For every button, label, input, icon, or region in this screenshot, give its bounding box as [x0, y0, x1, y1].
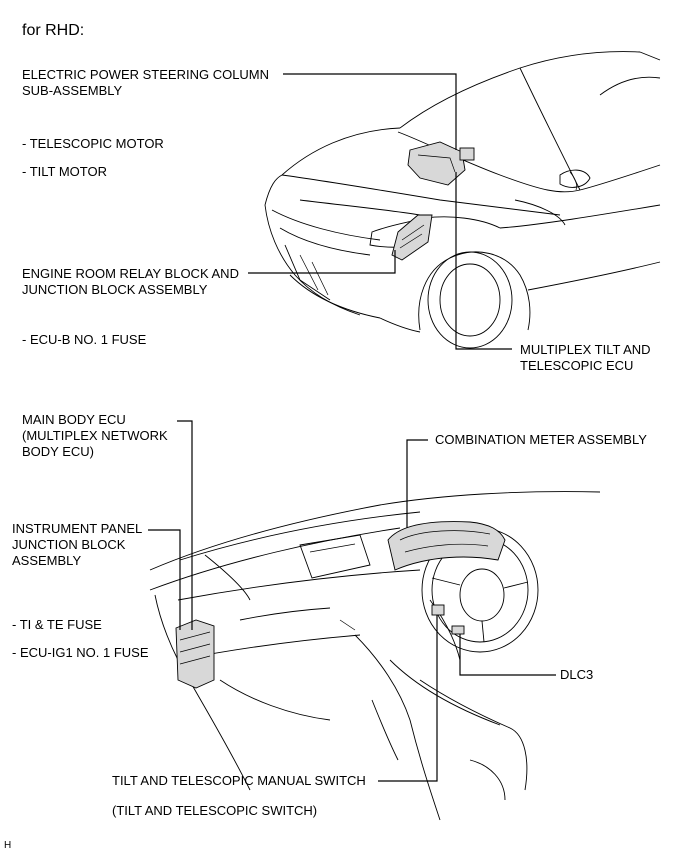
manual-switch-alt-label: (TILT AND TELESCOPIC SWITCH) [112, 803, 318, 818]
page-title: for RHD: [22, 22, 85, 39]
instrument-panel-jb-label: INSTRUMENT PANEL JUNCTION BLOCK ASSEMBLY [12, 521, 143, 568]
instrument-panel-drawing [149, 491, 601, 821]
bottom-leader-lines [148, 420, 556, 782]
ecu-ig1-fuse-label: - ECU-IG1 NO. 1 FUSE [12, 645, 149, 660]
ecu-b-fuse-label: - ECU-B NO. 1 FUSE [22, 332, 147, 347]
main-body-ecu-label: MAIN BODY ECU (MULTIPLEX NETWORK BODY EC… [22, 412, 168, 459]
engine-room-relay-block-label: ENGINE ROOM RELAY BLOCK AND JUNCTION BLO… [22, 266, 239, 297]
ti-te-fuse-label: - TI & TE FUSE [12, 617, 102, 632]
telescopic-motor-label: - TELESCOPIC MOTOR [22, 136, 164, 151]
eps-column-label: ELECTRIC POWER STEERING COLUMN SUB-ASSEM… [22, 67, 270, 98]
tilt-motor-label: - TILT MOTOR [22, 164, 107, 179]
car-exterior-drawing [264, 51, 661, 349]
tilt-telescopic-ecu-label: MULTIPLEX TILT AND TELESCOPIC ECU [520, 342, 651, 373]
figure-code: H [4, 840, 12, 851]
manual-switch-label: TILT AND TELESCOPIC MANUAL SWITCH [112, 773, 366, 788]
combination-meter-label: COMBINATION METER ASSEMBLY [435, 432, 647, 447]
dlc3-label: DLC3 [560, 667, 594, 682]
top-leader-lines [248, 73, 512, 350]
